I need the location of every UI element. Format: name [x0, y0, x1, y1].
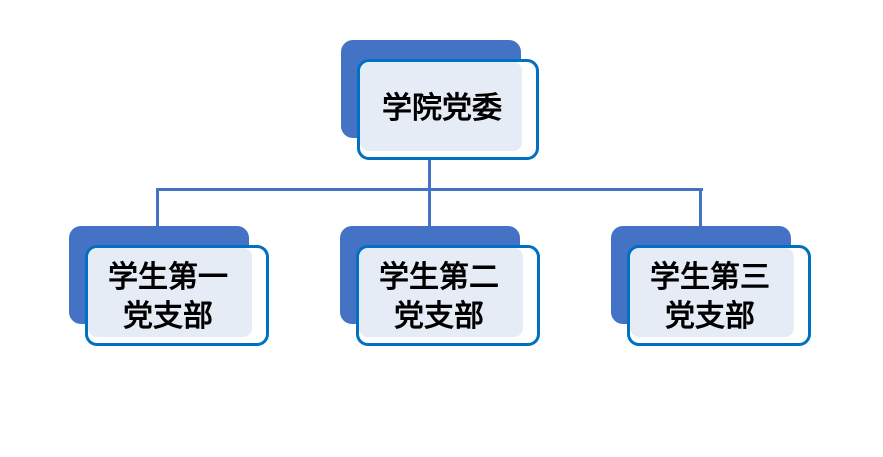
- child-node-2-fill: [359, 248, 523, 337]
- child-node-3: 学生第三 党支部: [627, 245, 811, 346]
- connector-root-vertical: [428, 140, 431, 191]
- child-node-1-label-line1: 学生第一: [108, 260, 228, 295]
- child-node-3-label-line2: 党支部: [665, 299, 755, 334]
- connector-child-3: [699, 188, 702, 228]
- child-node-2-label-line1: 学生第二: [379, 260, 499, 295]
- child-node-1-fill: [88, 248, 252, 337]
- child-node-2: 学生第二 党支部: [356, 245, 540, 346]
- child-node-1: 学生第一 党支部: [85, 245, 269, 346]
- connector-child-2: [428, 188, 431, 228]
- child-node-2-label-line2: 党支部: [394, 299, 484, 334]
- root-node-label: 学院党委: [382, 91, 502, 126]
- child-node-1-label-line2: 党支部: [123, 299, 213, 334]
- root-node-fill: [360, 62, 522, 151]
- child-node-3-label-line1: 学生第三: [650, 260, 770, 295]
- child-node-3-fill: [630, 248, 794, 337]
- root-node: 学院党委: [357, 59, 539, 160]
- connector-child-1: [156, 188, 159, 228]
